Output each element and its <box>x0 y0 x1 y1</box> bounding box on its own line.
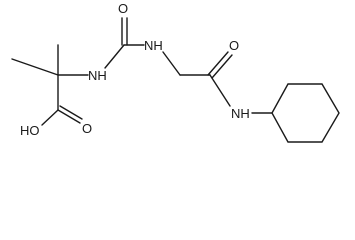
atom-label-nh-middle: NH <box>144 38 163 53</box>
cyclohexane-ring <box>271 83 340 143</box>
atom-label-nh-lower: NH <box>231 106 250 121</box>
atom-label-ho: HO <box>20 123 40 138</box>
bond-nh-urea-c <box>104 44 125 69</box>
bond-amide-co-b <box>211 54 233 79</box>
atom-label-o-amide: O <box>229 38 239 53</box>
bond-methyl-1 <box>11 58 59 76</box>
atom-label-o-acid: O <box>82 121 92 136</box>
bond-amide-nh <box>209 74 231 107</box>
bond-nh-ch2 <box>162 51 181 76</box>
bond-acid-co-b <box>59 105 83 120</box>
bond-acid-co-a <box>57 109 81 124</box>
atom-label-nh-left: NH <box>88 68 107 83</box>
bond-acid-oh <box>41 109 59 126</box>
structural-formula: O NH NH O NH HO O <box>11 1 340 143</box>
bond-amide-co-a <box>207 51 229 76</box>
atom-label-o-carbonyl: O <box>118 1 128 16</box>
